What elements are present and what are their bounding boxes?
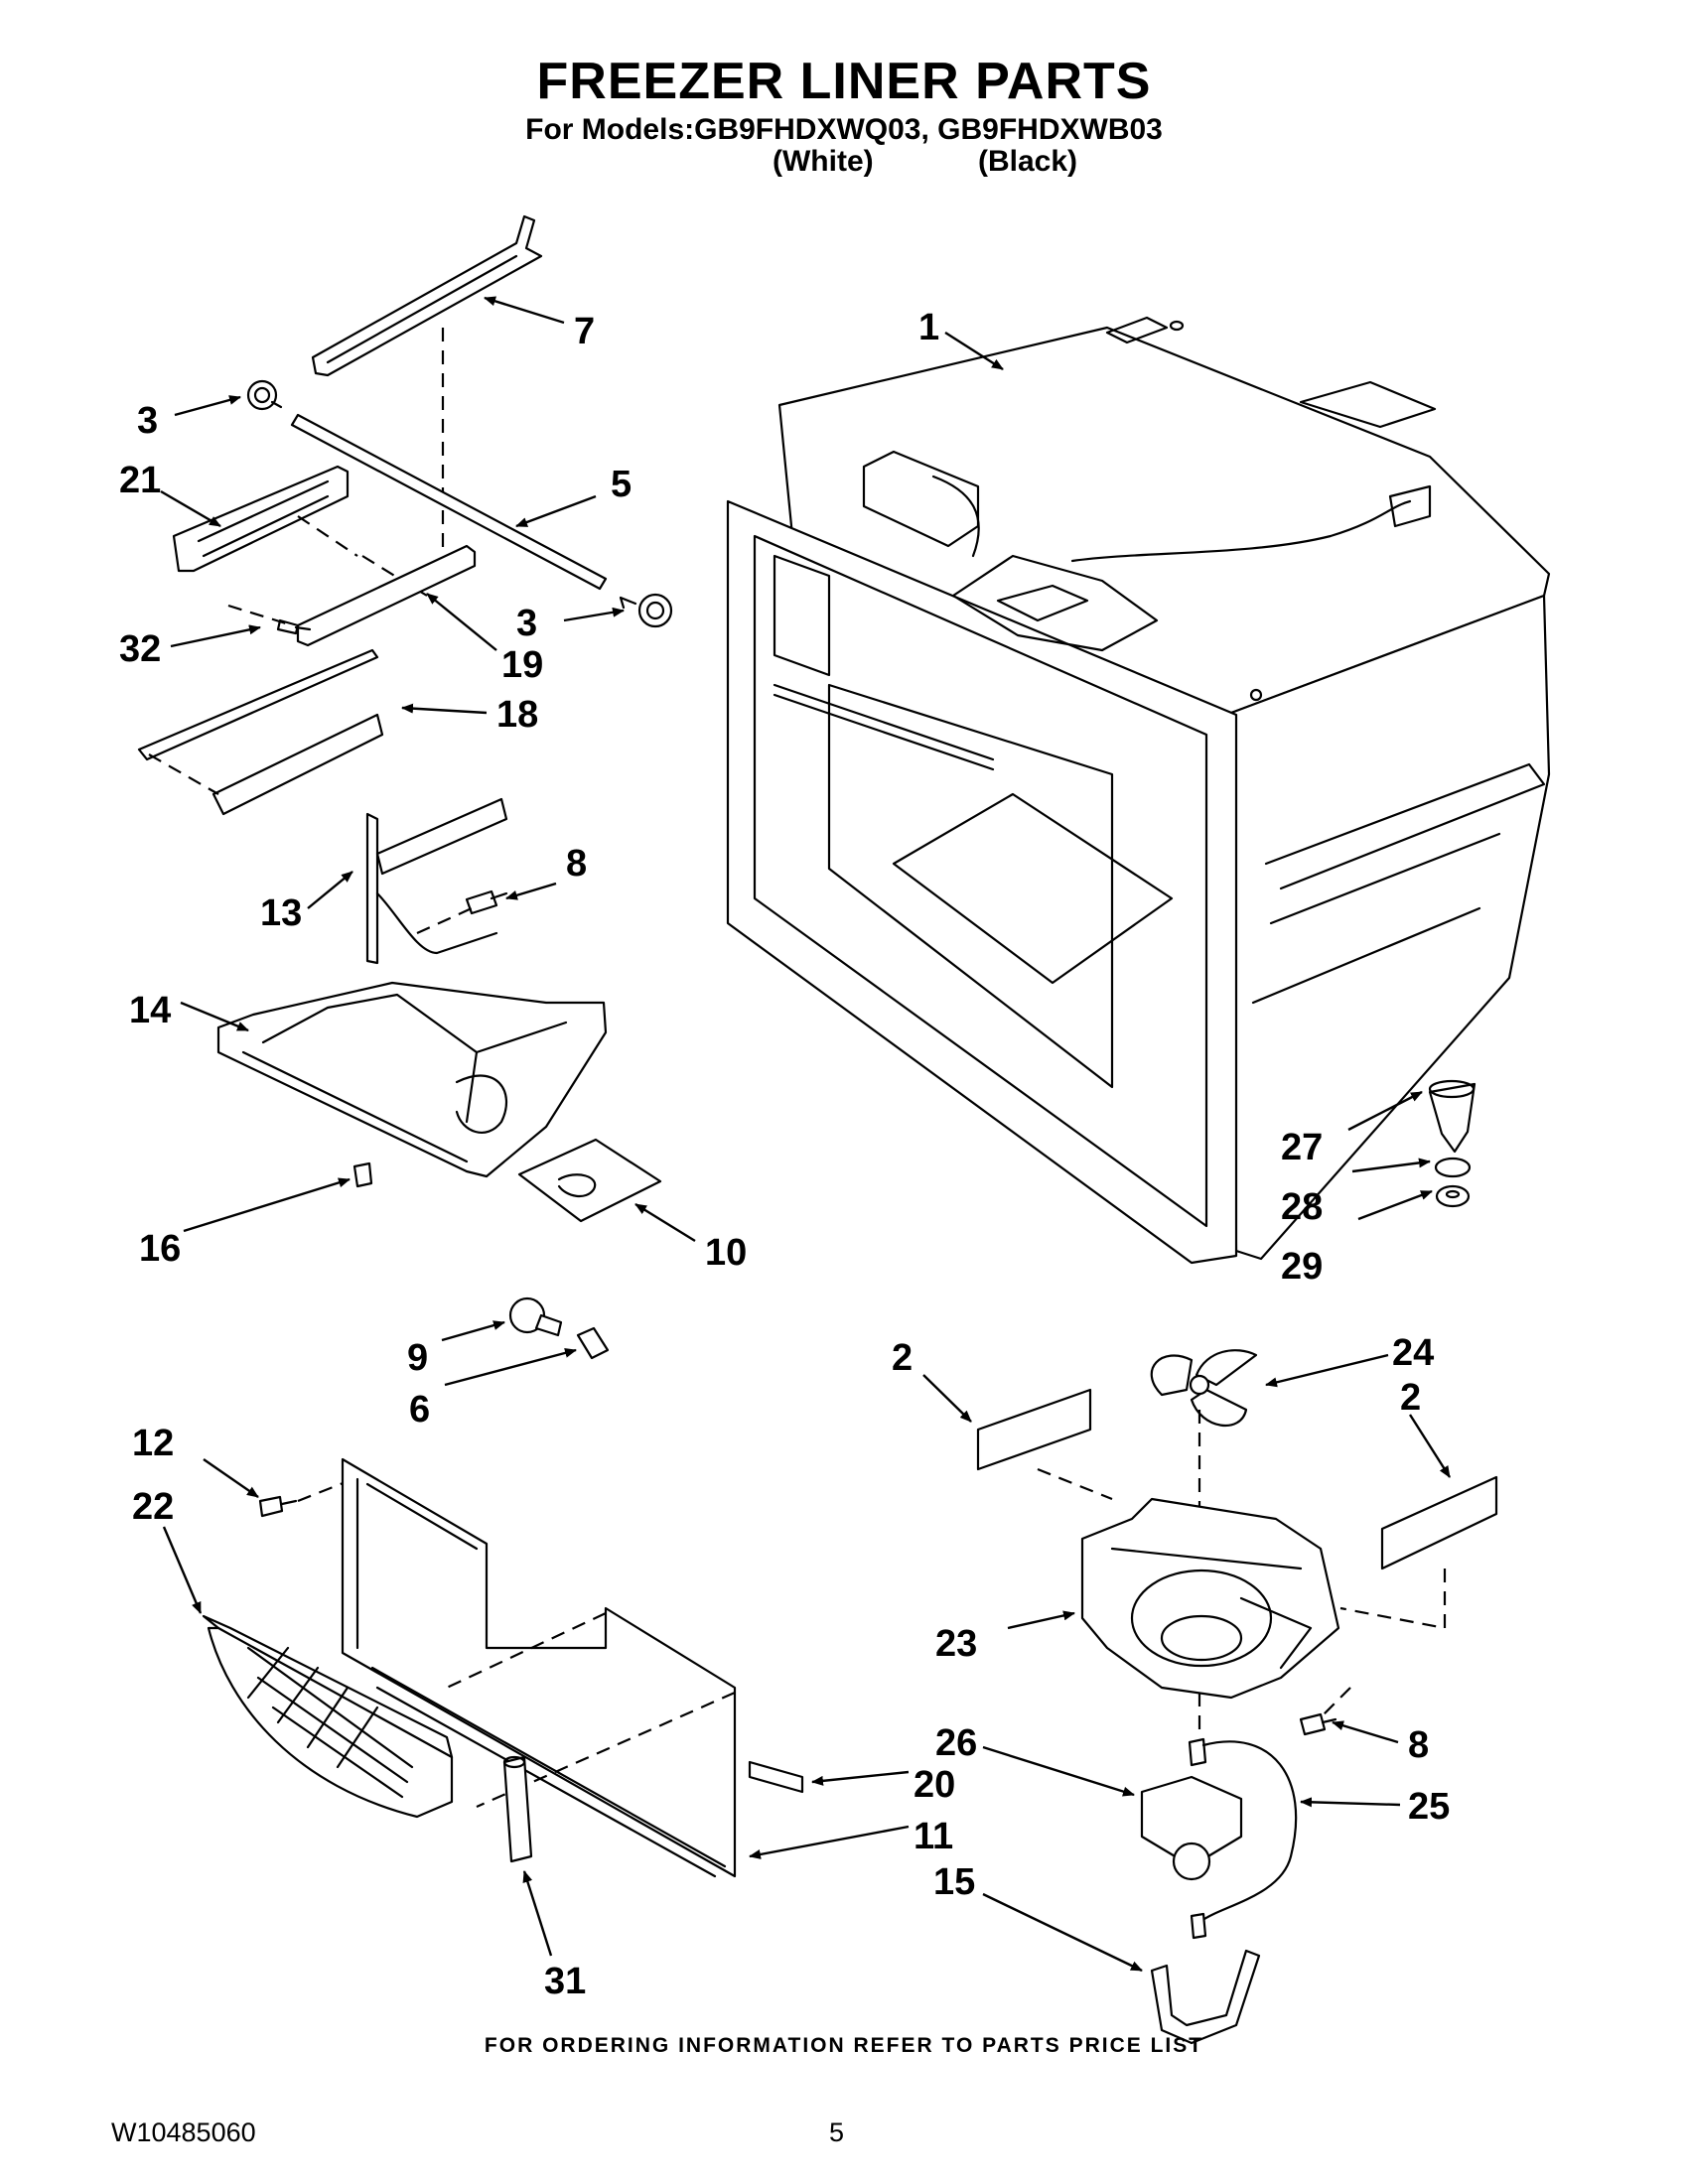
part-23-fan-shroud <box>1080 1497 1340 1700</box>
part-15-motor-bracket <box>1150 1949 1261 2045</box>
part-28-o-ring <box>1434 1157 1472 1178</box>
variant-white-label: (White) <box>773 145 874 178</box>
callout-19: 19 <box>501 644 543 686</box>
part-22-grille <box>202 1614 454 1819</box>
callout-29: 29 <box>1281 1246 1323 1288</box>
part-2-foam-pad-right <box>1380 1475 1498 1570</box>
callout-9: 9 <box>407 1337 428 1379</box>
callout-18: 18 <box>496 694 538 736</box>
part-27-damper-knob <box>1428 1079 1477 1154</box>
part-2-foam-pad-left <box>976 1388 1092 1471</box>
callout-10: 10 <box>705 1232 747 1274</box>
part-16-clip <box>352 1161 373 1188</box>
models-line: For Models:GB9FHDXWQ03, GB9FHDXWB03 <box>525 113 1163 146</box>
document-number: W10485060 <box>111 2117 256 2147</box>
callout-20: 20 <box>914 1764 955 1806</box>
page-number: 5 <box>829 2117 845 2147</box>
part-7-slide-rail <box>311 214 543 377</box>
callout-6: 6 <box>409 1389 430 1431</box>
callout-32: 32 <box>119 628 161 670</box>
callout-7: 7 <box>574 311 595 352</box>
callout-numbers: 1 7 3 21 5 3 32 19 18 8 13 14 27 28 16 1… <box>119 307 1450 2002</box>
part-18-rail-lower <box>137 648 379 761</box>
part-29-bushing <box>1435 1184 1471 1208</box>
callout-21: 21 <box>119 460 161 501</box>
callout-16: 16 <box>139 1228 181 1270</box>
callout-26: 26 <box>935 1722 977 1764</box>
part-10-label <box>517 1138 662 1223</box>
part-14-tray <box>216 981 608 1178</box>
callout-11: 11 <box>914 1816 953 1857</box>
part-31-sensor <box>502 1755 533 1863</box>
callout-5: 5 <box>611 464 632 505</box>
callout-8-lower: 8 <box>1408 1724 1429 1766</box>
callout-12: 12 <box>132 1423 174 1464</box>
callout-3-lower: 3 <box>516 603 537 644</box>
callout-14: 14 <box>129 990 171 1031</box>
part-9-light-bulb <box>508 1297 563 1337</box>
part-6-bulb-socket <box>576 1326 610 1360</box>
callout-2-left: 2 <box>892 1337 913 1379</box>
part-19-rail <box>296 544 477 647</box>
callout-22: 22 <box>132 1486 174 1528</box>
part-13-shelf-support <box>365 812 379 965</box>
part-1-freezer-liner <box>726 316 1551 1265</box>
leader-lines <box>160 296 1452 1973</box>
part-3-gear-lower <box>619 593 673 628</box>
callout-13: 13 <box>260 892 302 934</box>
part-5-rod <box>290 413 608 591</box>
part-24-fan-blade <box>1150 1349 1258 1428</box>
part-12-screw <box>258 1495 298 1518</box>
ordering-note: FOR ORDERING INFORMATION REFER TO PARTS … <box>484 2034 1204 2057</box>
part-32-screw <box>276 618 312 635</box>
callout-28: 28 <box>1281 1186 1323 1228</box>
part-21-bracket <box>172 465 350 573</box>
callout-24: 24 <box>1392 1332 1434 1374</box>
callout-23: 23 <box>935 1623 977 1665</box>
part-26-fan-motor <box>1140 1737 1243 1881</box>
part-25-wire-harness <box>1199 1740 1298 1923</box>
callout-31: 31 <box>544 1961 586 2002</box>
part-20-foam-strip <box>748 1760 804 1794</box>
part-11-evaporator-cover <box>341 1457 737 1878</box>
callout-3-upper: 3 <box>137 400 158 442</box>
page-title: FREEZER LINER PARTS <box>536 53 1152 110</box>
callout-27: 27 <box>1281 1127 1323 1168</box>
callout-15: 15 <box>933 1861 975 1903</box>
part-3-gear-upper <box>246 379 283 411</box>
part-8-screw-lower <box>1299 1712 1337 1736</box>
callout-2-right: 2 <box>1400 1377 1421 1419</box>
variant-black-label: (Black) <box>978 145 1078 178</box>
callout-25: 25 <box>1408 1786 1450 1828</box>
callout-1: 1 <box>918 307 939 348</box>
callout-8-upper: 8 <box>566 843 587 885</box>
part-8-screw-upper <box>465 889 508 915</box>
